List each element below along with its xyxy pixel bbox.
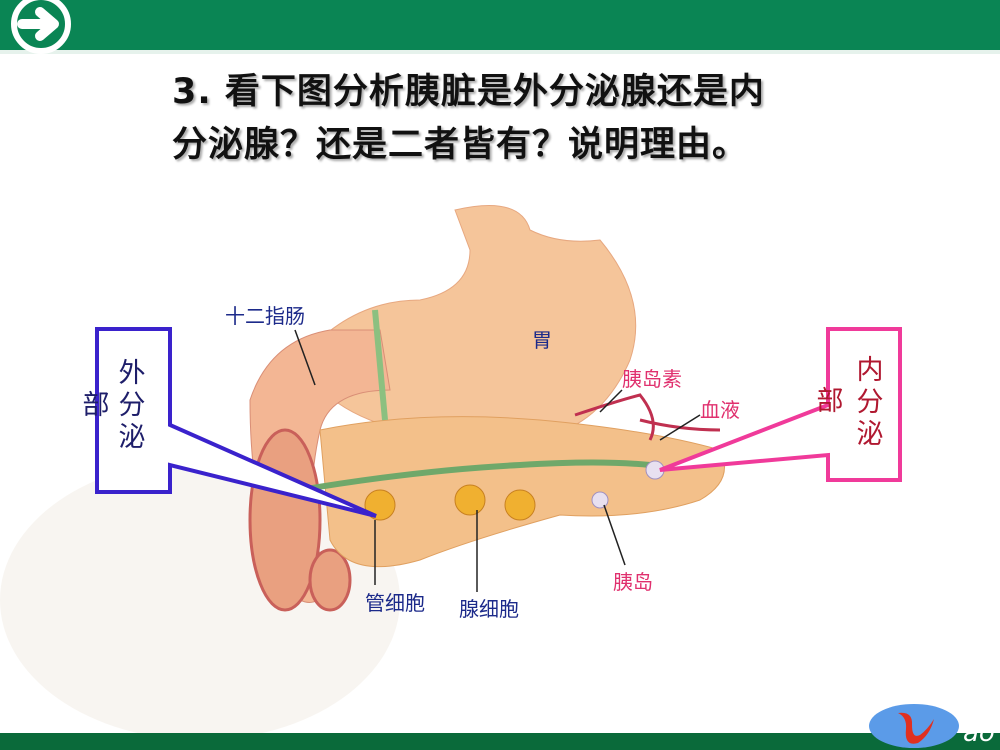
endocrine-char: 分 xyxy=(856,387,884,418)
stomach-shape xyxy=(299,205,637,442)
label-islet: 胰岛 xyxy=(613,570,653,594)
label-duodenum: 十二指肠 xyxy=(225,304,305,328)
exocrine-label: 外 分 泌 xyxy=(117,358,147,454)
islet xyxy=(591,491,609,509)
endocrine-char: 内 xyxy=(856,355,884,386)
duodenum-section-small xyxy=(308,548,352,612)
endocrine-char: 泌 xyxy=(856,419,884,450)
question-line-2: 分泌腺？还是二者皆有？说明理由。 xyxy=(172,125,749,165)
endocrine-callout-box xyxy=(659,327,902,482)
exocrine-char: 泌 xyxy=(118,422,146,453)
exocrine-callout-box xyxy=(95,327,377,518)
arrow-right-circle-icon[interactable] xyxy=(8,0,76,54)
exocrine-side-char: 部 xyxy=(82,390,110,421)
bile-duct xyxy=(372,309,388,421)
label-stomach: 胃 xyxy=(532,328,552,352)
header-bar xyxy=(0,0,1000,50)
label-insulin: 胰岛素 xyxy=(622,367,682,391)
label-gland-cell: 腺细胞 xyxy=(459,597,519,621)
footer-bar xyxy=(0,733,1000,750)
header-divider xyxy=(0,50,1000,54)
endocrine-side-char: 部 xyxy=(816,386,844,417)
label-blood: 血液 xyxy=(700,398,740,422)
question-line-1: 3. 看下图分析胰脏是外分泌腺还是内 xyxy=(172,72,765,112)
acinus xyxy=(504,489,536,521)
endocrine-label: 内 分 泌 xyxy=(855,355,885,451)
exocrine-char: 分 xyxy=(118,390,146,421)
label-duct-cell: 管细胞 xyxy=(365,591,425,615)
footer-watermark: ao xyxy=(963,718,995,748)
exocrine-char: 外 xyxy=(118,358,146,389)
acinus xyxy=(454,484,486,516)
logo-icon xyxy=(869,704,959,748)
question-text: 3. 看下图分析胰脏是外分泌腺还是内 分泌腺？还是二者皆有？说明理由。 xyxy=(172,66,912,172)
pancreatic-duct xyxy=(299,459,651,493)
